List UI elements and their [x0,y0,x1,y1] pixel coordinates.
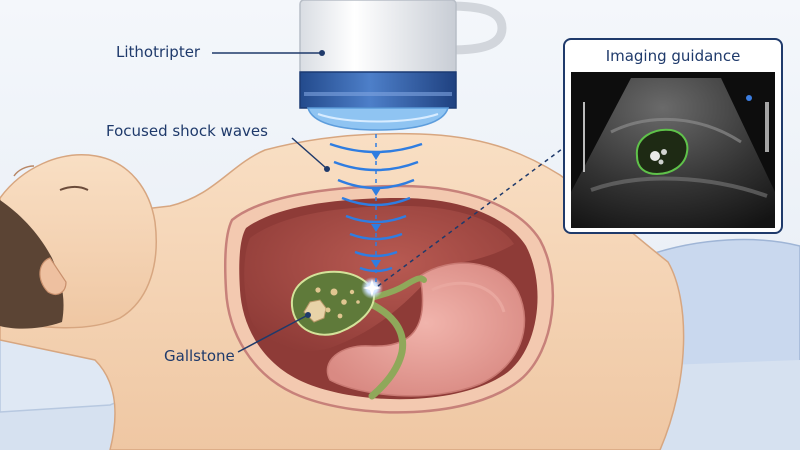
ring-highlight [304,92,452,96]
wave-arrow [371,188,381,196]
stone-fragment [349,289,355,295]
stomach-fold [431,281,506,313]
coupling-cushion [307,107,449,131]
device-housing [299,0,457,75]
depth-scale [583,102,585,172]
stone-fragment [315,287,321,293]
bile-duct [358,296,407,400]
tissue-band [590,176,768,198]
leader-dot [305,312,311,318]
shock-wave-arc [349,232,403,241]
lithotripter-device [299,0,507,131]
ultrasound-stone [650,151,660,161]
stone-fragment [325,307,331,313]
shock-wave-arc [354,250,398,258]
wave-arrow [371,224,381,232]
ultrasound-stone [661,149,667,155]
stone-fragment [356,300,360,304]
orientation-marker [746,95,752,101]
focal-spark [363,279,381,297]
stone-fragment [337,313,343,319]
gray-scale-bar [765,102,769,152]
wave-arrow [371,152,381,160]
tissue-band [610,117,742,144]
leader-dot [319,50,325,56]
cushion-shine [317,113,439,123]
ultrasound-image [571,72,775,228]
ultrasound-stone [658,159,664,165]
leader-lines [212,50,567,353]
shock-wave-arc [341,196,411,207]
wave-arrow [371,260,381,268]
gallstone-label: Gallstone [164,347,235,365]
transducer-ring [299,71,457,109]
stone-fragment [341,299,347,305]
patient-eye [59,186,89,191]
shock-waves-label: Focused shock waves [106,122,268,140]
gallstones [303,287,360,323]
leader-dot [324,166,330,172]
stomach [326,262,526,397]
shock-wave-arcs [329,134,423,282]
shock-wave-arc [337,178,415,190]
patient-hair [0,200,64,329]
gallstone-leader [237,315,307,353]
patient-eyebrow [13,165,35,177]
lithotripter-label: Lithotripter [116,43,201,61]
imaging-guidance-leader [377,145,567,287]
stone-fragment [330,288,338,296]
device-handle [443,1,507,55]
imaging-guidance-title: Imaging guidance [605,47,741,65]
shock-wave-arc [345,214,407,224]
patient-ear [39,257,67,295]
imaging-guidance-panel: Imaging guidance [563,38,783,234]
shock-waves-leader [291,137,327,169]
